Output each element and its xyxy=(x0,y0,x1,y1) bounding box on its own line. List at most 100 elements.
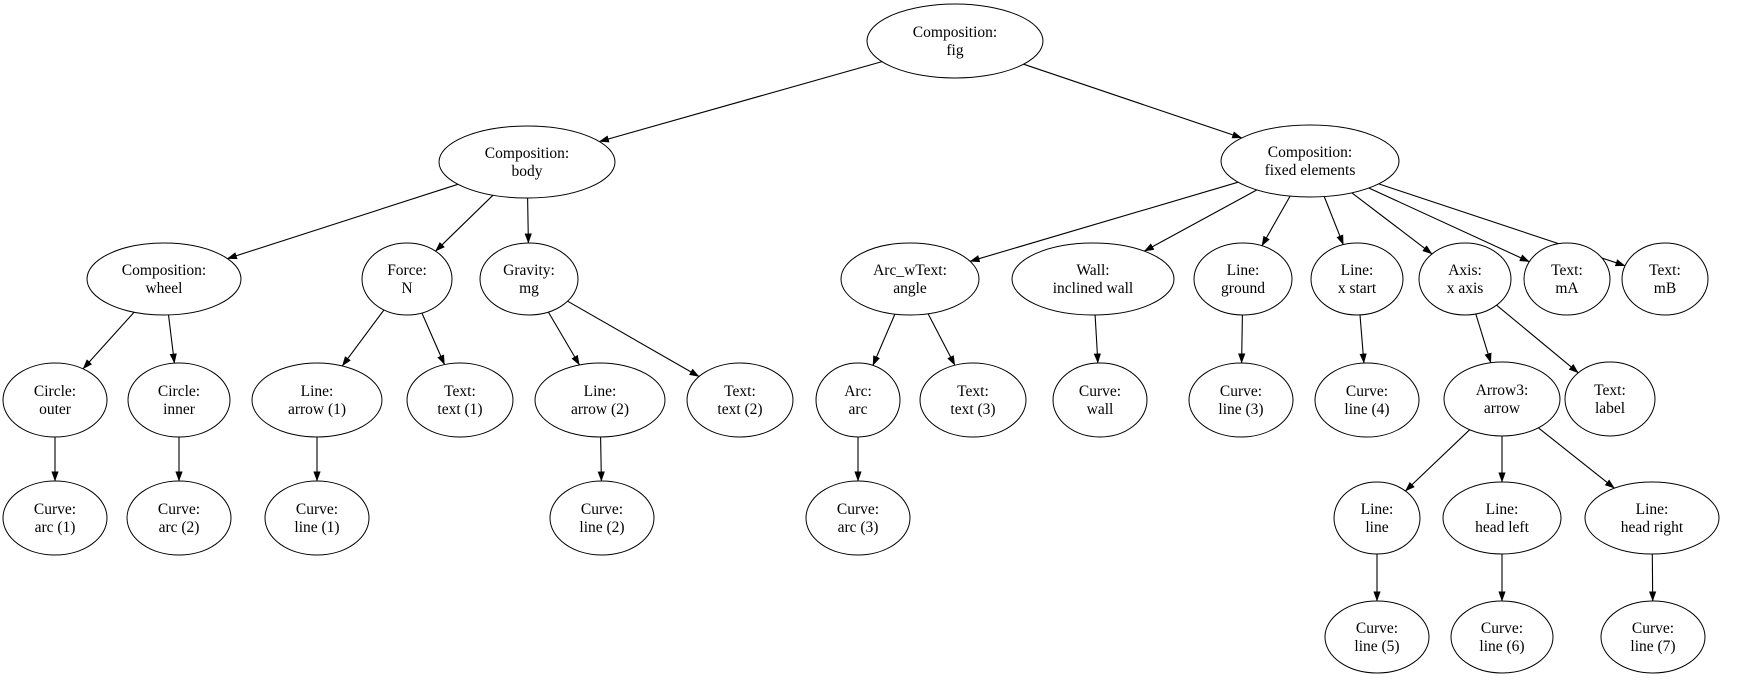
tree-node-text3: Text:text (3) xyxy=(919,362,1027,438)
tree-node-body: Composition:body xyxy=(438,125,616,199)
node-label-line1: Composition: xyxy=(913,24,997,41)
edge-fixed-to-angle xyxy=(969,181,1239,263)
node-label-line1: Curve: xyxy=(837,501,879,518)
node-ellipse xyxy=(251,362,383,438)
node-ellipse xyxy=(686,362,794,438)
node-label-line2: line (4) xyxy=(1344,401,1389,418)
node-label-line1: Curve: xyxy=(581,501,623,518)
tree-node-force-n: Force:N xyxy=(361,242,453,316)
node-label-line2: line xyxy=(1365,519,1388,536)
edge-fixed-to-ground xyxy=(1261,195,1291,247)
node-label-line1: Curve: xyxy=(1356,620,1398,637)
node-label-line2: x start xyxy=(1338,280,1377,297)
node-label-line2: wheel xyxy=(145,280,182,297)
tree-node-arc3: Curve:arc (3) xyxy=(805,480,911,556)
edge-fig-to-fixed xyxy=(1023,63,1243,139)
edge-force-n-to-arrow1 xyxy=(341,309,385,367)
node-ellipse xyxy=(805,480,911,556)
node-ellipse xyxy=(127,362,231,438)
node-ellipse xyxy=(2,480,108,556)
node-ellipse xyxy=(1310,242,1404,316)
node-ellipse xyxy=(1584,481,1720,555)
edge-fixed-to-xstart xyxy=(1323,196,1344,246)
node-label-line1: Arc: xyxy=(844,383,872,400)
tree-node-line7: Curve:line (7) xyxy=(1600,600,1706,674)
node-ellipse xyxy=(840,242,980,316)
tree-node-fig: Composition:fig xyxy=(866,3,1044,79)
edge-fixed-to-xaxis xyxy=(1351,192,1433,255)
edge-wheel-to-outer xyxy=(82,311,135,370)
node-label-line1: Text: xyxy=(1551,262,1583,279)
node-ellipse xyxy=(1324,600,1430,674)
node-label-line1: Text: xyxy=(1649,262,1681,279)
node-label-line1: Text: xyxy=(957,383,989,400)
node-ellipse xyxy=(264,480,370,556)
tree-node-line3: Curve:line (3) xyxy=(1188,362,1294,438)
edge-gravity-mg-to-text2 xyxy=(567,300,700,377)
node-label-line2: text (1) xyxy=(437,401,482,418)
node-ellipse xyxy=(438,125,616,199)
tree-node-label: Text:label xyxy=(1564,361,1656,437)
node-label-line1: Axis: xyxy=(1448,262,1482,279)
node-label-line2: angle xyxy=(893,280,927,297)
node-label-line2: inclined wall xyxy=(1053,280,1134,297)
node-label-line2: fixed elements xyxy=(1265,162,1356,179)
tree-node-text1: Text:text (1) xyxy=(406,362,514,438)
tree-node-head-left: Line:head left xyxy=(1442,481,1562,555)
node-label-line2: label xyxy=(1595,400,1625,417)
tree-node-line-line: Line:line xyxy=(1333,481,1421,555)
node-ellipse xyxy=(1011,242,1175,316)
node-label-line2: text (3) xyxy=(950,401,995,418)
node-label-line1: Line: xyxy=(301,383,334,400)
node-ellipse xyxy=(1314,362,1420,438)
node-ellipse xyxy=(1220,124,1400,198)
edge-fixed-to-text-ma xyxy=(1368,187,1530,263)
node-ellipse xyxy=(479,242,579,316)
edge-fig-to-body xyxy=(598,61,883,143)
node-label-line1: Text: xyxy=(444,383,476,400)
tree-node-wheel: Composition:wheel xyxy=(86,242,242,316)
node-label-line1: Circle: xyxy=(158,383,200,400)
node-label-line2: body xyxy=(512,163,543,180)
node-label-line1: Line: xyxy=(1341,262,1374,279)
node-label-line1: Composition: xyxy=(1268,144,1352,161)
node-label-line2: arrow (2) xyxy=(571,401,629,418)
node-label-line1: Wall: xyxy=(1076,262,1109,279)
tree-node-arc: Arc:arc xyxy=(815,362,901,438)
edge-arrow3-to-line-line xyxy=(1405,429,1471,492)
tree-node-xstart: Line:x start xyxy=(1310,242,1404,316)
node-ellipse xyxy=(866,3,1044,79)
node-label-line1: Line: xyxy=(1636,501,1669,518)
node-label-line1: Text: xyxy=(724,383,756,400)
node-ellipse xyxy=(919,362,1027,438)
tree-node-text2: Text:text (2) xyxy=(686,362,794,438)
node-label-line1: Arrow3: xyxy=(1476,382,1529,399)
node-label-line2: arc (3) xyxy=(838,519,879,536)
node-label-line2: arc (1) xyxy=(35,519,76,536)
tree-node-line2: Curve:line (2) xyxy=(549,480,655,556)
tree-node-arrow2: Line:arrow (2) xyxy=(534,362,666,438)
node-label-line2: text (2) xyxy=(717,401,762,418)
node-ellipse xyxy=(1052,362,1148,438)
edge-angle-to-text3 xyxy=(927,313,956,366)
node-ellipse xyxy=(1193,242,1293,316)
edge-arrow3-to-head-right xyxy=(1537,427,1615,489)
edge-xstart-to-line4 xyxy=(1359,314,1367,364)
node-layer: Composition:figComposition:bodyCompositi… xyxy=(2,3,1720,674)
node-label-line1: Circle: xyxy=(34,383,76,400)
tree-node-line1: Curve:line (1) xyxy=(264,480,370,556)
tree-node-gravity-mg: Gravity:mg xyxy=(479,242,579,316)
edge-xaxis-to-label xyxy=(1496,304,1579,374)
node-ellipse xyxy=(2,362,108,438)
node-ellipse xyxy=(406,362,514,438)
tree-node-line4: Curve:line (4) xyxy=(1314,362,1420,438)
node-label-line2: mA xyxy=(1555,280,1579,297)
node-label-line1: Line: xyxy=(1227,262,1260,279)
node-label-line2: mg xyxy=(519,280,539,297)
node-ellipse xyxy=(1188,362,1294,438)
edge-layer xyxy=(51,61,1657,602)
edge-wall-to-curve-wall xyxy=(1093,314,1101,364)
node-label-line1: Curve: xyxy=(1632,620,1674,637)
node-label-line1: Curve: xyxy=(158,501,200,518)
node-ellipse xyxy=(1523,242,1611,316)
